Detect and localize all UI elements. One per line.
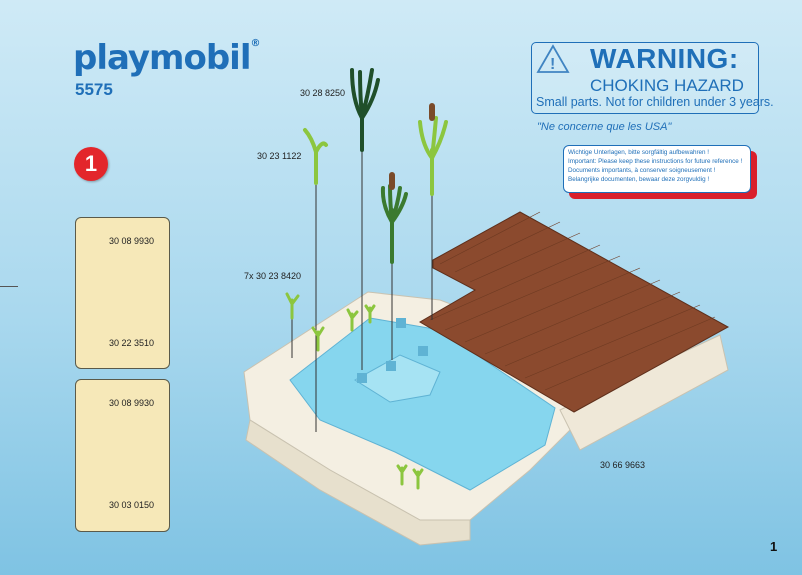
part-number: 30 08 9930 <box>109 236 155 246</box>
peg <box>386 361 396 371</box>
cattail-head <box>429 103 435 121</box>
peg <box>418 346 428 356</box>
wooden-deck <box>419 211 730 413</box>
svg-text:!: ! <box>550 56 555 73</box>
part-label-reed-left: 30 23 1122 <box>257 151 302 161</box>
warning-box: WARNING: CHOKING HAZARD Small parts. Not… <box>531 42 774 114</box>
notice-box: Wichtige Unterlagen, bitte sorgfältig au… <box>563 145 751 193</box>
part-label-pond-base: 30 66 9663 <box>600 460 646 470</box>
warning-triangle-icon <box>536 44 570 73</box>
brand-logo: playmobil® <box>73 38 261 78</box>
page-number: 1 <box>770 539 778 554</box>
notice-line: Wichtige Unterlagen, bitte sorgfältig au… <box>568 149 710 156</box>
reed-sprig <box>303 128 328 185</box>
parts-panel-1: 30 08 9930 30 22 3510 <box>75 217 170 369</box>
notice-line: Important: Please keep these instruction… <box>568 158 743 165</box>
peg <box>357 373 367 383</box>
part-number: 30 08 9930 <box>109 398 155 408</box>
margin-mark <box>0 286 18 287</box>
warning-small-parts: Small parts. Not for children under 3 ye… <box>536 95 774 109</box>
pond-water <box>289 317 556 491</box>
part-label-sprouts: 7x 30 23 8420 <box>244 271 302 281</box>
parts-panel-2: 30 08 9930 30 03 0150 <box>75 379 170 532</box>
step-badge: 1 <box>74 147 108 181</box>
warning-subtitle: CHOKING HAZARD <box>590 76 744 95</box>
reed-mid <box>380 184 408 264</box>
reed-dark <box>350 68 380 152</box>
warning-usa-note: "Ne concerne que les USA" <box>537 121 672 133</box>
sprouts <box>285 292 424 490</box>
part-number: 30 22 3510 <box>109 338 155 348</box>
part-label-reed-top: 30 28 8250 <box>300 88 346 98</box>
logo-text: playmobil <box>73 38 251 78</box>
logo-registered: ® <box>250 38 261 49</box>
set-number: 5575 <box>75 80 113 99</box>
stone-front <box>245 419 471 546</box>
peg <box>396 318 406 328</box>
part-number: 30 03 0150 <box>109 500 155 510</box>
cattail-head <box>389 172 395 190</box>
warning-title: WARNING: <box>590 43 739 74</box>
notice-line: Belangrijke documenten, bewaar deze zorg… <box>568 176 710 183</box>
reed-light <box>418 116 448 196</box>
notice-line: Documents importants, à conserver soigne… <box>568 167 716 174</box>
